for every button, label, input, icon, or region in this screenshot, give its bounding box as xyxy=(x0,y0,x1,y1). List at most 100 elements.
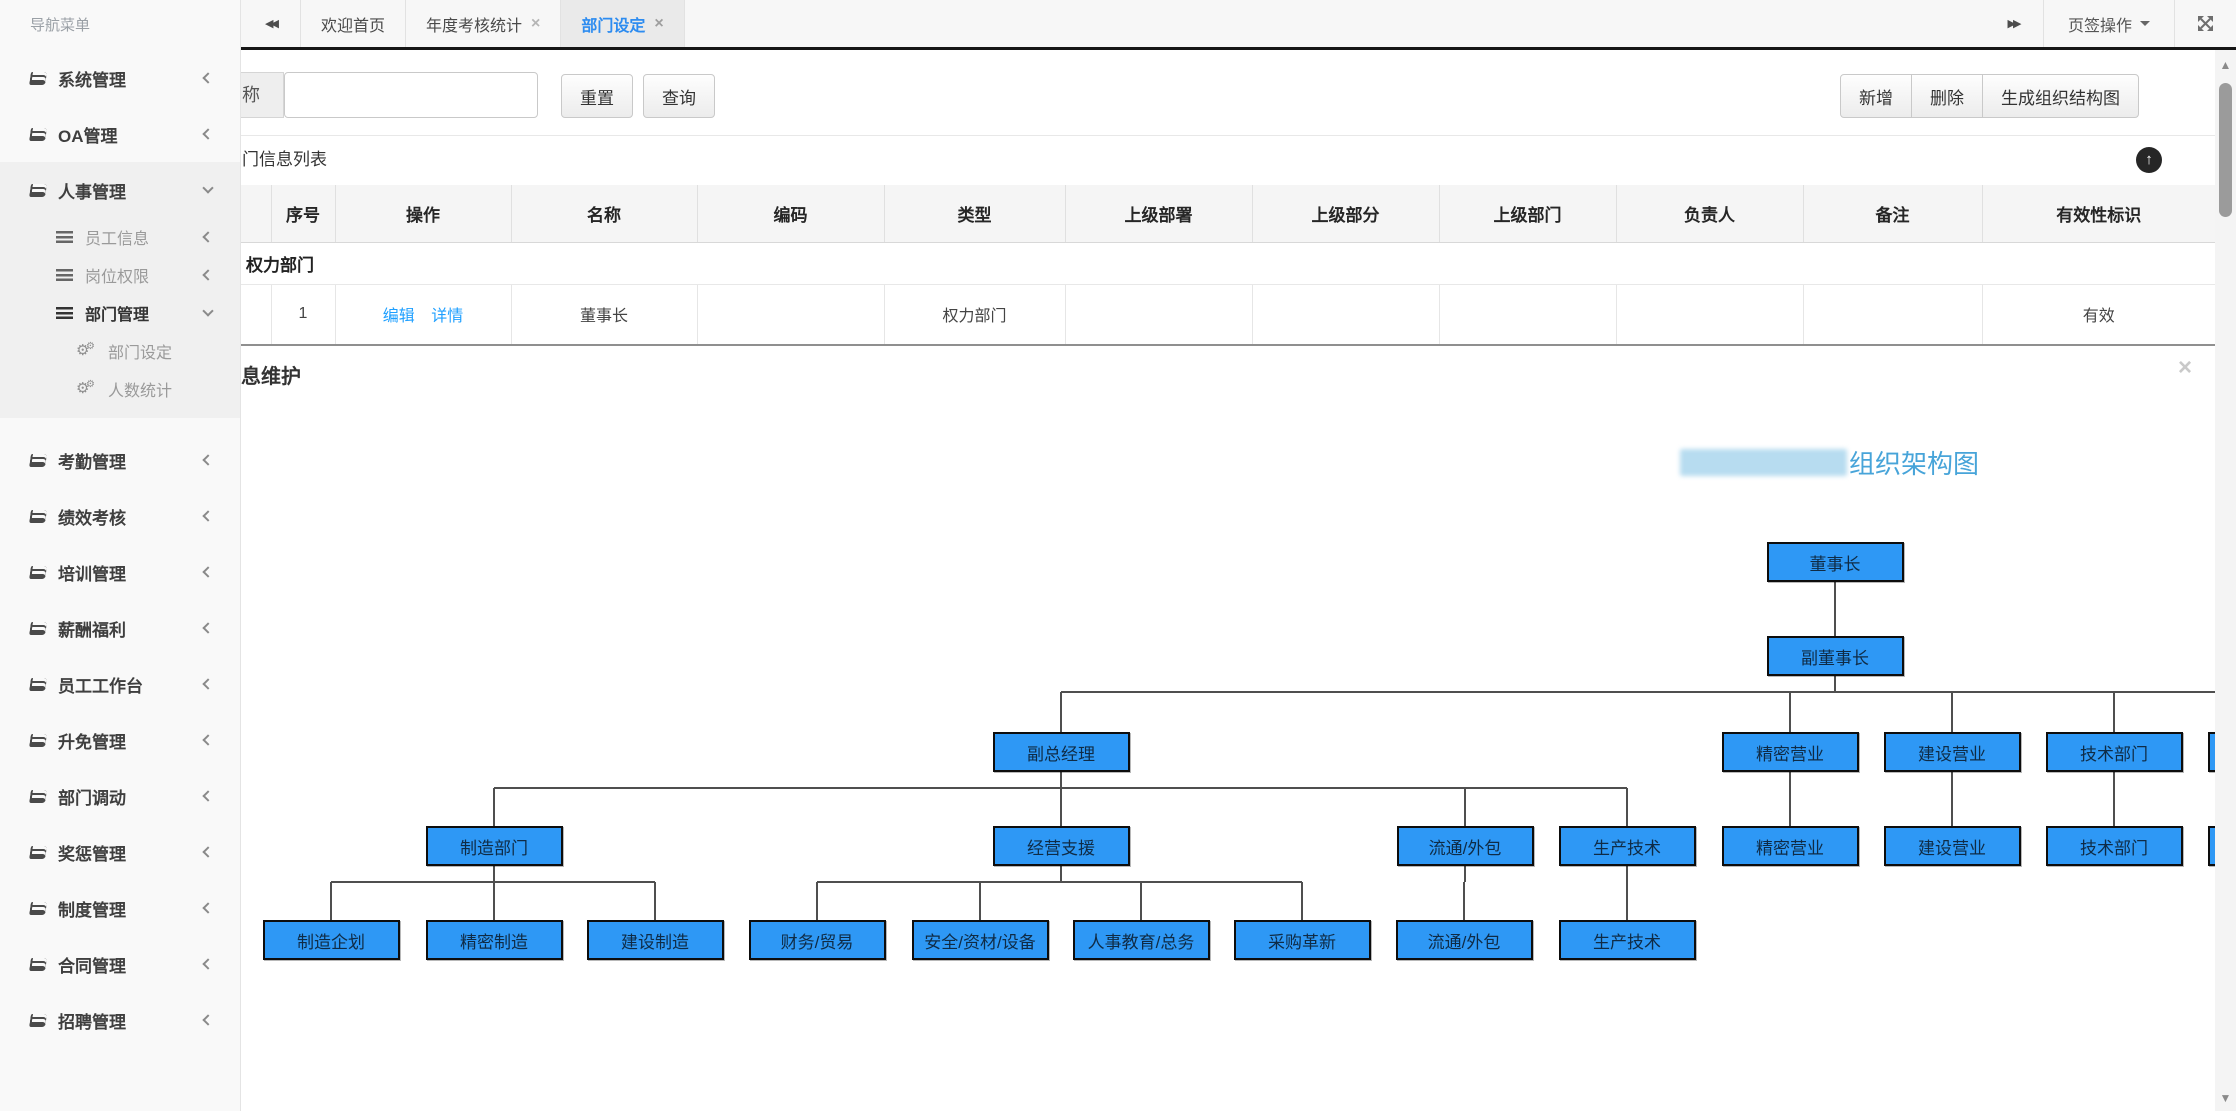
cell-sup-dept2 xyxy=(1252,284,1440,346)
org-node: 生产技术 xyxy=(1558,920,1696,960)
sidebar-active-group: 人事管理员工信息岗位权限部门管理部门设定人数统计 xyxy=(0,162,240,418)
query-button[interactable]: 查询 xyxy=(643,74,715,118)
sidebar-item-label: 制度管理 xyxy=(58,900,126,920)
sidebar-item-jiangcheng[interactable]: 奖惩管理 xyxy=(0,824,240,880)
tab-close-icon[interactable]: × xyxy=(531,14,541,32)
org-node: 董事长 xyxy=(1766,542,1904,582)
sidebar-item-kaoqin[interactable]: 考勤管理 xyxy=(0,432,240,488)
sidebar-item-label: 升免管理 xyxy=(58,732,126,752)
list-panel-title: 部门信息列表 xyxy=(225,150,327,169)
sidebar-title: 导航菜单 xyxy=(30,17,91,34)
sidebar-item-label: OA管理 xyxy=(58,126,118,146)
tab-close-icon[interactable]: × xyxy=(654,14,664,32)
sidebar-item-shengmian[interactable]: 升免管理 xyxy=(0,712,240,768)
chevron-left-icon xyxy=(202,958,214,970)
sidebar-item-peixun[interactable]: 培训管理 xyxy=(0,544,240,600)
generate-org-chart-button[interactable]: 生成组织结构图 xyxy=(1982,74,2139,118)
menu-icon xyxy=(56,231,73,243)
toolbar-divider xyxy=(0,135,2236,136)
tab-label: 年度考核统计 xyxy=(426,17,523,35)
org-node: 人事教育/总务 xyxy=(1072,920,1210,960)
sidebar-item-label: 员工工作台 xyxy=(58,676,143,696)
sidebar: 导航菜单 系统管理 OA管理人事管理员工信息岗位权限部门管理部门设定人数统计考勤管… xyxy=(0,0,241,1111)
book-icon xyxy=(29,621,47,635)
tab-welcome[interactable]: 欢迎首页 xyxy=(301,0,407,47)
chevron-left-icon xyxy=(202,678,214,690)
sidebar-item-bumen-guanli[interactable]: 部门管理 xyxy=(0,294,240,332)
gears-icon xyxy=(76,338,96,360)
cell-sup-dept1 xyxy=(1065,284,1253,346)
tab-department-setup[interactable]: 部门设定 × xyxy=(561,0,685,47)
scroll-tabs-left-icon[interactable]: ◀◀ xyxy=(241,0,301,47)
org-node: 安全/资材/设备 xyxy=(911,920,1049,960)
sidebar-item-jixiao[interactable]: 绩效考核 xyxy=(0,488,240,544)
sidebar-item-label: 奖惩管理 xyxy=(58,844,126,864)
detail-link[interactable]: 详情 xyxy=(431,308,464,326)
sidebar-item-gangwei-quanxian[interactable]: 岗位权限 xyxy=(0,256,240,294)
org-node: 生产技术 xyxy=(1558,826,1696,866)
close-icon[interactable]: × xyxy=(2178,354,2193,381)
tab-label: 部门设定 xyxy=(581,17,646,35)
org-node: 精密营业 xyxy=(1721,826,1859,866)
org-node: 流通/外包 xyxy=(1395,920,1533,960)
org-node: 精密营业 xyxy=(1721,732,1859,772)
org-chart-title: 组织架构图 xyxy=(1680,444,1979,481)
scrollbar-up-icon[interactable]: ▲ xyxy=(2219,58,2232,72)
sidebar-item-diaodong[interactable]: 部门调动 xyxy=(0,768,240,824)
col-header: 备注 xyxy=(1803,185,1983,243)
chevron-left-icon xyxy=(202,72,214,84)
tab-operations-menu[interactable]: 页签操作 xyxy=(2042,0,2174,47)
sidebar-item-hetong[interactable]: 合同管理 xyxy=(0,936,240,992)
org-node: 经营支援 xyxy=(992,826,1130,866)
book-icon xyxy=(29,789,47,803)
org-node: 财务/贸易 xyxy=(748,920,886,960)
sidebar-item-zhidu[interactable]: 制度管理 xyxy=(0,880,240,936)
book-icon xyxy=(29,957,47,971)
org-node: 精密制造 xyxy=(425,920,563,960)
add-button[interactable]: 新增 xyxy=(1840,74,1912,118)
sidebar-item-label: 考勤管理 xyxy=(58,452,126,472)
scrollbar-thumb[interactable] xyxy=(2219,83,2232,217)
org-node xyxy=(2207,826,2215,866)
reset-button[interactable]: 重置 xyxy=(561,74,633,118)
chevron-left-icon xyxy=(202,790,214,802)
book-icon xyxy=(29,677,47,691)
sidebar-item-renshu-tongji[interactable]: 人数统计 xyxy=(0,370,240,408)
sidebar-item-label: 部门设定 xyxy=(108,345,173,362)
org-node: 建设制造 xyxy=(586,920,724,960)
collapse-panel-up-icon[interactable]: ↑ xyxy=(2136,147,2162,173)
menu-icon xyxy=(56,307,73,319)
delete-button[interactable]: 删除 xyxy=(1911,74,1983,118)
scrollbar-down-icon[interactable]: ▼ xyxy=(2219,1091,2232,1105)
book-icon xyxy=(29,127,47,141)
edit-link[interactable]: 编辑 xyxy=(382,308,415,326)
book-icon xyxy=(29,845,47,859)
scroll-tabs-right-icon[interactable]: ▶▶ xyxy=(2007,18,2022,30)
org-node: 技术部门 xyxy=(2045,826,2183,866)
col-header: 有效性标识 xyxy=(1982,185,2215,243)
sidebar-item-xitong[interactable]: 系统管理 xyxy=(0,50,240,106)
chevron-left-icon xyxy=(202,128,214,140)
sidebar-item-oa[interactable]: OA管理 xyxy=(0,106,240,162)
col-header: 编码 xyxy=(697,185,885,243)
table-row: 1 编辑 详情 董事长 权力部门 有效 xyxy=(190,284,2215,346)
menu-icon xyxy=(56,269,73,281)
sidebar-item-yuangong-xinxi[interactable]: 员工信息 xyxy=(0,218,240,256)
sidebar-item-zhaopin[interactable]: 招聘管理 xyxy=(0,992,240,1048)
chevron-left-icon xyxy=(202,1014,214,1026)
chevron-left-icon xyxy=(202,510,214,522)
sidebar-item-renshi[interactable]: 人事管理 xyxy=(0,162,240,218)
tab-annual-assessment[interactable]: 年度考核统计 × xyxy=(406,0,562,47)
search-input[interactable] xyxy=(284,72,538,118)
sidebar-item-label: 员工信息 xyxy=(85,231,150,248)
cell-name: 董事长 xyxy=(511,284,698,346)
sidebar-item-gongzuotai[interactable]: 员工工作台 xyxy=(0,656,240,712)
book-icon xyxy=(29,453,47,467)
fullscreen-icon[interactable] xyxy=(2174,0,2236,47)
sidebar-item-bumen-sheding[interactable]: 部门设定 xyxy=(0,332,240,370)
cell-seq: 1 xyxy=(271,284,336,346)
sidebar-item-label: 部门调动 xyxy=(58,788,126,808)
sidebar-item-xinchou[interactable]: 薪酬福利 xyxy=(0,600,240,656)
vertical-scrollbar[interactable]: ▲ ▼ xyxy=(2215,50,2236,1111)
org-node: 采购革新 xyxy=(1233,920,1371,960)
